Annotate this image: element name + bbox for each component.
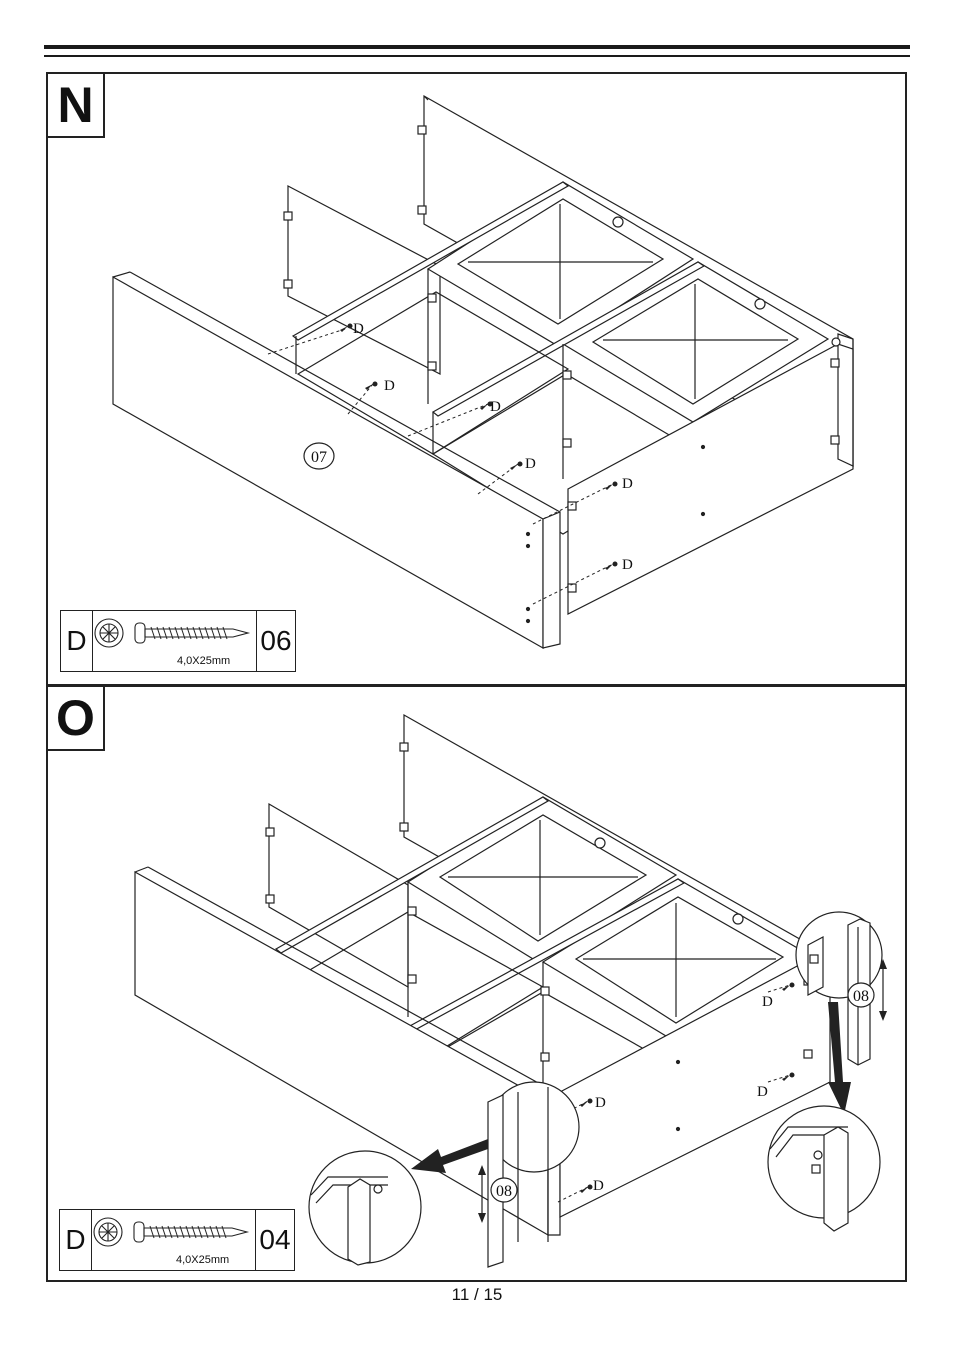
screw-label: D	[622, 557, 633, 573]
panel-label-08-left: 08	[496, 1183, 512, 1200]
step-letter: N	[48, 74, 105, 138]
assembly-drawing-o: D D D D 08 08	[134, 713, 887, 1268]
screw-label: D	[622, 476, 633, 492]
step-o-panel: O	[46, 685, 907, 1282]
screw-size: 4,0X25mm	[176, 1254, 230, 1266]
screw-label: D	[595, 1095, 606, 1111]
phillips-screw-icon	[93, 1217, 250, 1247]
step-n-panel: N	[46, 72, 907, 686]
part-letter: D	[61, 611, 93, 671]
panel-label-07: 07	[311, 449, 327, 466]
part-letter: D	[60, 1210, 92, 1270]
part-count: 04	[255, 1210, 294, 1270]
screw-label: D	[353, 321, 364, 337]
assembly-drawing-n: 07 D D D D D D	[112, 94, 854, 650]
screw-label: D	[490, 399, 501, 415]
part-count: 06	[256, 611, 295, 671]
screw-label: D	[762, 994, 773, 1010]
step-letter: O	[48, 687, 105, 751]
parts-legend: D 4,0X25mm 04	[59, 1209, 295, 1271]
screw-label: D	[593, 1178, 604, 1194]
header-rule-thick	[44, 45, 910, 49]
header-rule-thin	[44, 55, 910, 57]
panel-label-08: 08	[853, 988, 869, 1005]
screw-label: D	[757, 1084, 768, 1100]
parts-legend: D 4,0X25mm 06	[60, 610, 296, 672]
screw-label: D	[525, 456, 536, 472]
screw-label: D	[384, 378, 395, 394]
page-number: 11 / 15	[451, 1285, 503, 1304]
screw-size: 4,0X25mm	[177, 655, 231, 667]
phillips-screw-icon	[94, 618, 251, 648]
